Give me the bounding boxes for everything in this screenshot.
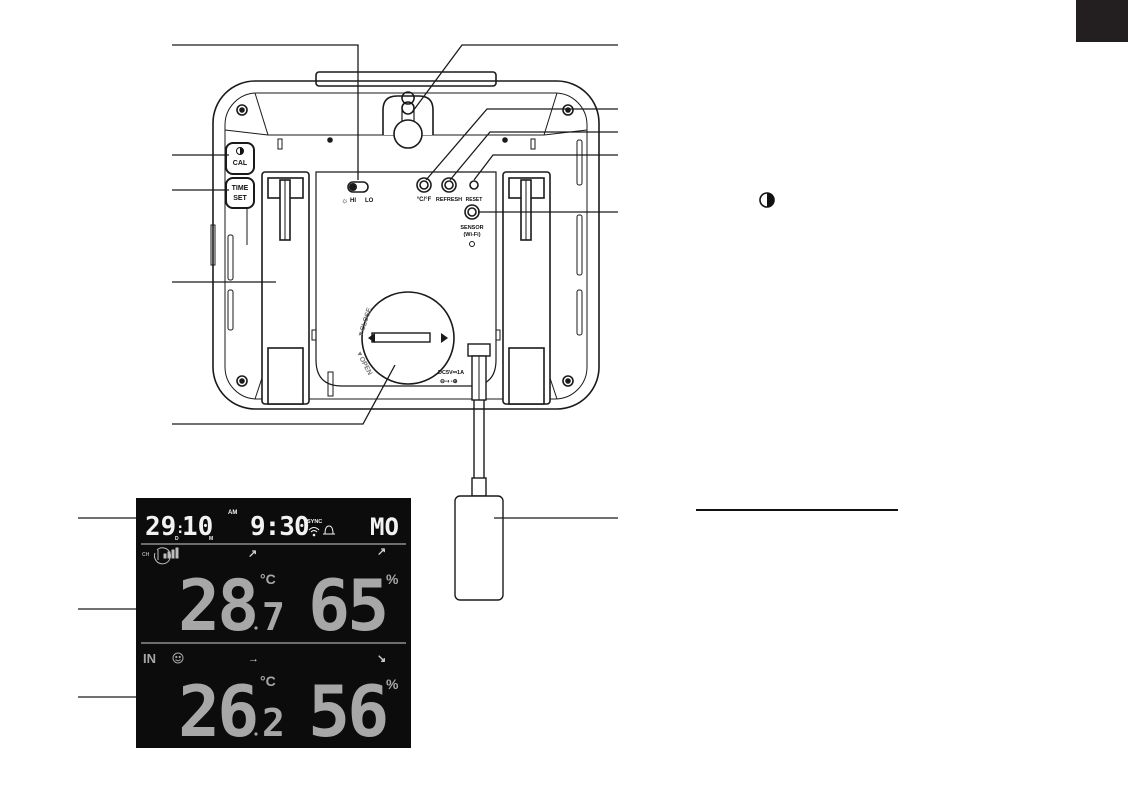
indoor-temperature-unit: °C bbox=[260, 673, 276, 689]
lcd-day-suffix: D bbox=[175, 536, 179, 542]
callout-line bbox=[172, 44, 359, 180]
screw-icon bbox=[236, 375, 248, 387]
left-stand bbox=[261, 171, 310, 405]
right-stand bbox=[502, 171, 551, 405]
callout-line bbox=[473, 154, 618, 181]
refresh-label: REFRESH bbox=[436, 197, 462, 203]
indoor-humidity: 56 bbox=[308, 671, 386, 753]
cal-label: CAL bbox=[233, 160, 248, 167]
lcd-ampm: AM bbox=[228, 510, 237, 516]
cal-button[interactable] bbox=[225, 142, 255, 175]
unit-label: °C/°F bbox=[417, 197, 432, 203]
top-tab bbox=[315, 71, 497, 87]
indoor-temperature-decimal: 2 bbox=[262, 701, 285, 745]
time-set-button[interactable] bbox=[225, 177, 255, 209]
trend-arrow-icon: ↘ bbox=[377, 653, 386, 665]
screw-icon bbox=[562, 104, 574, 116]
lcd-weekday: MO bbox=[370, 513, 399, 541]
dc-label: DC5V⎓1A bbox=[438, 370, 464, 376]
wifi-icon bbox=[308, 527, 320, 537]
lcd-display: 29 : D 10 M AM 9:30 SYNC MO CH ↗ ↗ 28 7 … bbox=[136, 498, 411, 753]
outdoor-temperature: 28 bbox=[178, 565, 256, 647]
lcd-indoor-label: IN bbox=[143, 651, 156, 666]
callout-lines bbox=[78, 44, 618, 698]
keyhole-hanger-icon bbox=[382, 95, 434, 135]
power-cable bbox=[454, 343, 504, 601]
battery-panel bbox=[315, 171, 497, 387]
power-adapter bbox=[454, 495, 504, 601]
callout-line bbox=[449, 131, 618, 181]
callout-line bbox=[425, 108, 618, 181]
reset-button[interactable] bbox=[469, 180, 479, 190]
bell-icon bbox=[323, 525, 335, 535]
screw-icon bbox=[236, 104, 248, 116]
lcd-time: 9:30 bbox=[250, 512, 309, 542]
unit-button[interactable] bbox=[416, 177, 432, 193]
lcd-channel-label: CH bbox=[142, 552, 150, 558]
screw-icon bbox=[562, 375, 574, 387]
outdoor-humidity: 65 bbox=[308, 565, 386, 647]
lcd-month-suffix: M bbox=[209, 536, 213, 542]
brightness-icon: ☼ bbox=[341, 196, 348, 205]
wifi-label: (Wi-Fi) bbox=[463, 232, 480, 238]
sensor-label: SENSOR bbox=[460, 225, 483, 231]
outdoor-temperature-unit: °C bbox=[260, 571, 276, 587]
outdoor-temperature-decimal: 7 bbox=[262, 595, 285, 639]
signal-bars-icon bbox=[154, 547, 179, 565]
device-back bbox=[210, 71, 600, 410]
indoor-humidity-unit: % bbox=[386, 676, 399, 692]
lo-label: LO bbox=[365, 198, 374, 204]
reset-label: RESET bbox=[466, 197, 483, 203]
refresh-button[interactable] bbox=[441, 177, 457, 193]
smiley-icon bbox=[172, 652, 184, 664]
device-outer-shell bbox=[212, 80, 600, 410]
set-label: SET bbox=[233, 195, 247, 202]
lcd-month: 10 bbox=[182, 512, 213, 542]
svg-text::: : bbox=[176, 521, 184, 537]
lcd-day: 29 bbox=[145, 512, 176, 542]
time-label: TIME bbox=[232, 185, 249, 192]
lcd-sync-label: SYNC bbox=[307, 519, 322, 525]
callout-line bbox=[412, 44, 618, 112]
backlight-icon bbox=[236, 147, 244, 155]
battery-door bbox=[361, 291, 455, 385]
trend-arrow-icon: → bbox=[248, 653, 259, 665]
sensor-wifi-button[interactable] bbox=[464, 204, 480, 220]
trend-arrow-icon: ↗ bbox=[377, 546, 386, 558]
indoor-temperature: 26 bbox=[178, 671, 256, 753]
polarity-icon: ⊖-◐-⊕ bbox=[440, 379, 458, 385]
outdoor-humidity-unit: % bbox=[386, 571, 399, 587]
callout-line bbox=[172, 364, 396, 425]
half-moon-icon bbox=[759, 192, 775, 208]
page-tab bbox=[1076, 0, 1128, 42]
hi-label: HI bbox=[350, 198, 356, 204]
trend-arrow-icon: ↗ bbox=[248, 548, 257, 560]
